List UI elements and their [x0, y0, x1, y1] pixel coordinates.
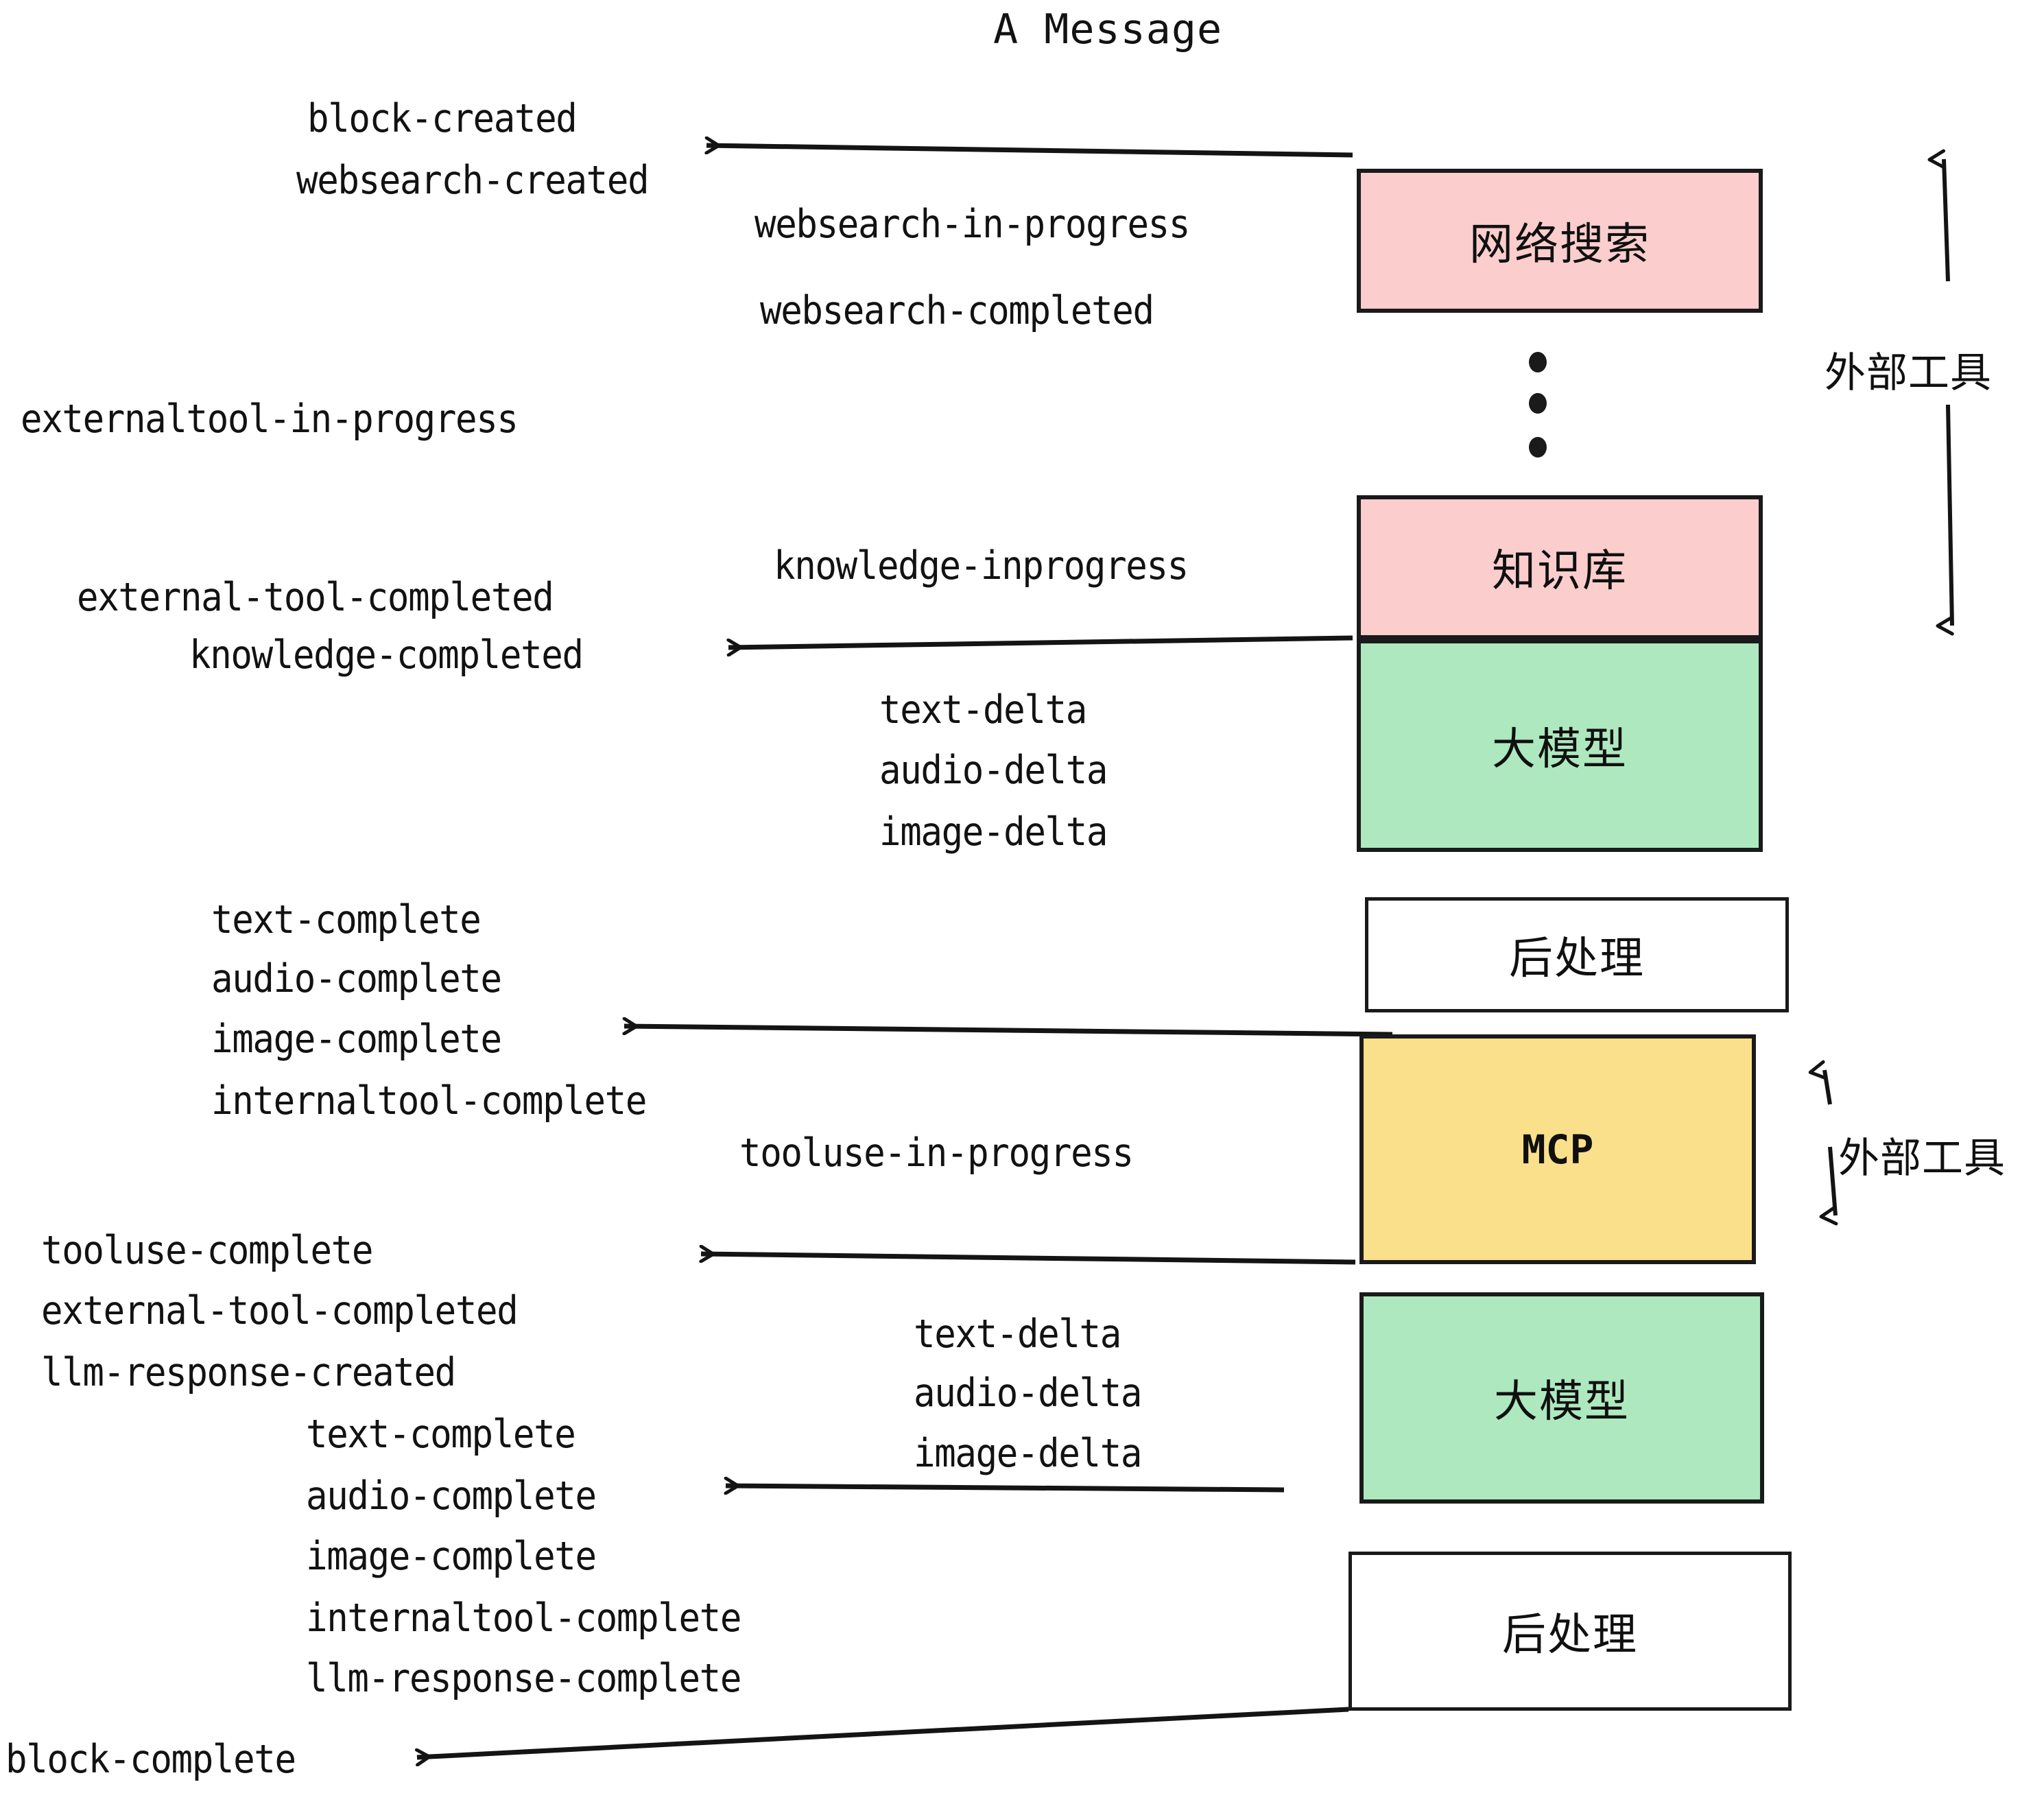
arrow-websearch-created — [706, 145, 1353, 158]
arrow-external-tools-bottom-up — [1808, 1060, 1832, 1105]
node-websearch: 网络搜索 — [1357, 169, 1763, 313]
event-label-externaltool-in-progress: externaltool-in-progress — [21, 396, 519, 442]
ellipsis-dot — [1529, 352, 1547, 372]
ellipsis-dot — [1529, 393, 1547, 414]
event-label-block-complete: block-complete — [5, 1737, 296, 1782]
event-label-text-complete-1: text-complete — [211, 897, 482, 942]
event-label-internaltool-complete-2: internaltool-complete — [306, 1595, 741, 1641]
node-label: 网络搜索 — [1469, 219, 1650, 270]
event-label-text-complete-2: text-complete — [306, 1412, 576, 1457]
node-llm-2: 大模型 — [1359, 1292, 1764, 1504]
node-postprocess-2: 后处理 — [1348, 1552, 1792, 1711]
arrow-block-complete — [417, 1707, 1349, 1757]
node-mcp: MCP — [1359, 1034, 1756, 1264]
diagram-title: A Message — [993, 5, 1223, 54]
event-label-image-complete-2: image-complete — [306, 1534, 597, 1579]
event-label-knowledge-completed: knowledge-completed — [189, 632, 584, 678]
node-label: 后处理 — [1509, 934, 1645, 984]
event-label-llm-response-created: llm-response-created — [41, 1350, 456, 1395]
group-label-external-tools-top: 外部工具 — [1825, 349, 1992, 397]
node-label: MCP — [1521, 1126, 1594, 1173]
arrow-knowledge-completed — [728, 635, 1353, 648]
event-label-image-delta-2: image-delta — [914, 1431, 1142, 1476]
event-label-websearch-completed: websearch-completed — [760, 288, 1154, 333]
event-label-tooluse-in-progress: tooluse-in-progress — [739, 1130, 1134, 1176]
event-label-websearch-in-progress: websearch-in-progress — [754, 202, 1190, 247]
event-label-external-tool-completed: external-tool-completed — [77, 575, 554, 620]
event-label-llm-response-complete: llm-response-complete — [306, 1656, 741, 1701]
node-llm-1: 大模型 — [1357, 639, 1763, 852]
event-label-block-created: block-created — [307, 96, 578, 141]
event-label-image-delta-1: image-delta — [879, 809, 1108, 855]
event-label-text-delta-2: text-delta — [914, 1312, 1121, 1357]
arrow-image-complete-1 — [624, 1026, 1393, 1037]
arrow-audio-complete-2 — [726, 1486, 1285, 1490]
event-label-audio-complete-1: audio-complete — [211, 956, 502, 1001]
event-label-audio-delta-2: audio-delta — [914, 1370, 1142, 1416]
event-label-text-delta-1: text-delta — [879, 687, 1087, 733]
node-knowledge: 知识库 — [1357, 495, 1763, 639]
group-label-external-tools-bottom: 外部工具 — [1838, 1135, 2006, 1183]
ellipsis-dot — [1529, 437, 1547, 458]
node-postprocess-1: 后处理 — [1365, 897, 1789, 1012]
event-label-websearch-created: websearch-created — [296, 158, 650, 203]
event-label-audio-complete-2: audio-complete — [306, 1473, 597, 1519]
event-label-internaltool-complete-1: internaltool-complete — [211, 1078, 647, 1124]
arrow-external-tools-top-up — [1927, 149, 1950, 282]
event-label-external-tool-completed-2: external-tool-completed — [41, 1288, 519, 1333]
node-label: 后处理 — [1502, 1610, 1638, 1661]
node-label: 大模型 — [1492, 724, 1628, 775]
event-label-image-complete-1: image-complete — [211, 1017, 502, 1062]
node-label: 知识库 — [1492, 546, 1628, 597]
node-label: 大模型 — [1494, 1377, 1630, 1427]
arrow-tooluse-complete — [701, 1254, 1356, 1265]
event-label-knowledge-inprogress: knowledge-inprogress — [774, 543, 1189, 589]
event-label-audio-delta-1: audio-delta — [879, 748, 1108, 793]
arrow-external-tools-top-down — [1936, 404, 1954, 636]
event-label-tooluse-complete: tooluse-complete — [41, 1228, 373, 1273]
arrow-external-tools-bottom-down — [1819, 1146, 1838, 1226]
